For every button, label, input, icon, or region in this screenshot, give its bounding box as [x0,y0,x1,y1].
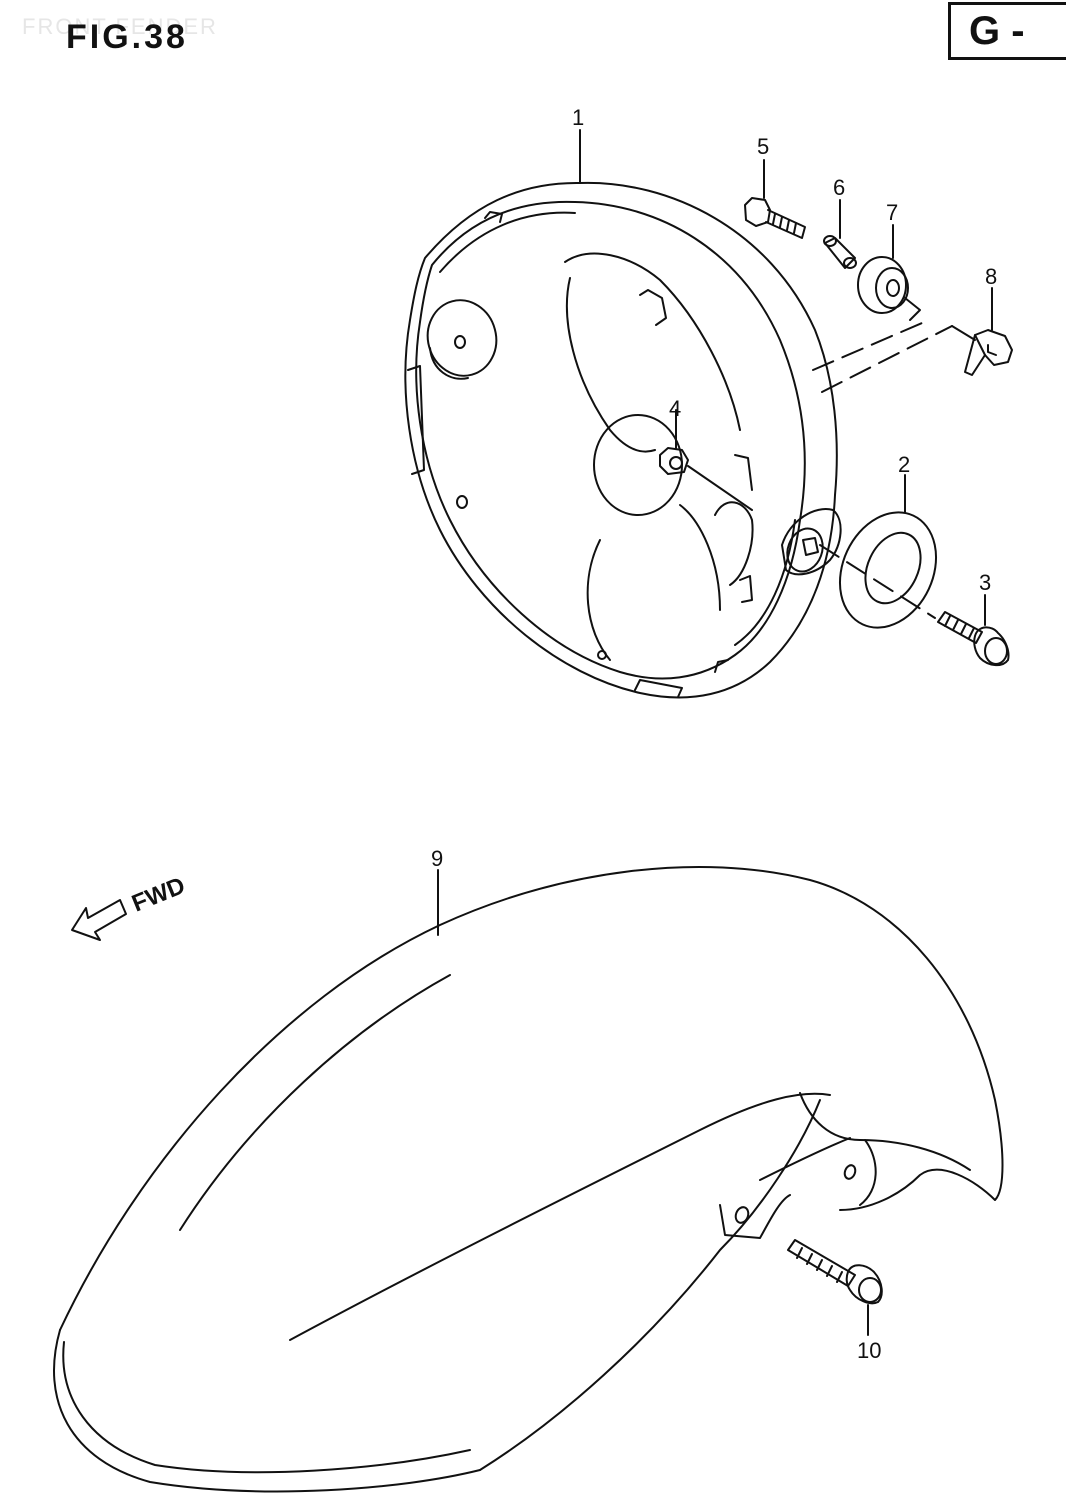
front-fender [53,865,1004,1493]
callout-4: 4 [669,396,681,421]
callout-2: 2 [898,452,910,477]
callout-5: 5 [757,134,769,159]
part-grommet [857,224,921,321]
figure-title: FIG.38 [66,18,188,56]
headlight-housing [404,181,842,699]
callout-labels: 1 2 3 4 5 6 7 8 9 10 FWD [128,105,997,1363]
part-nut-side [964,287,1013,376]
part-collar [823,199,857,269]
part-bolt-fender [787,1239,883,1336]
part-bolt-side [937,594,1010,666]
callout-9: 9 [431,846,443,871]
callout-7: 7 [886,200,898,225]
alignment-lines [812,322,953,619]
fwd-arrow-icon [71,899,127,941]
callout-3: 3 [979,570,991,595]
callout-6: 6 [833,175,845,200]
part-bolt-upper [744,159,806,239]
callout-10: 10 [857,1338,881,1363]
watermark-text: FRONT FENDER [22,14,218,39]
group-code-box: G - [948,2,1066,60]
part-washer [838,474,938,629]
fwd-label: FWD [128,872,189,918]
callout-8: 8 [985,264,997,289]
callout-1: 1 [572,105,584,130]
part-nut [659,409,753,511]
